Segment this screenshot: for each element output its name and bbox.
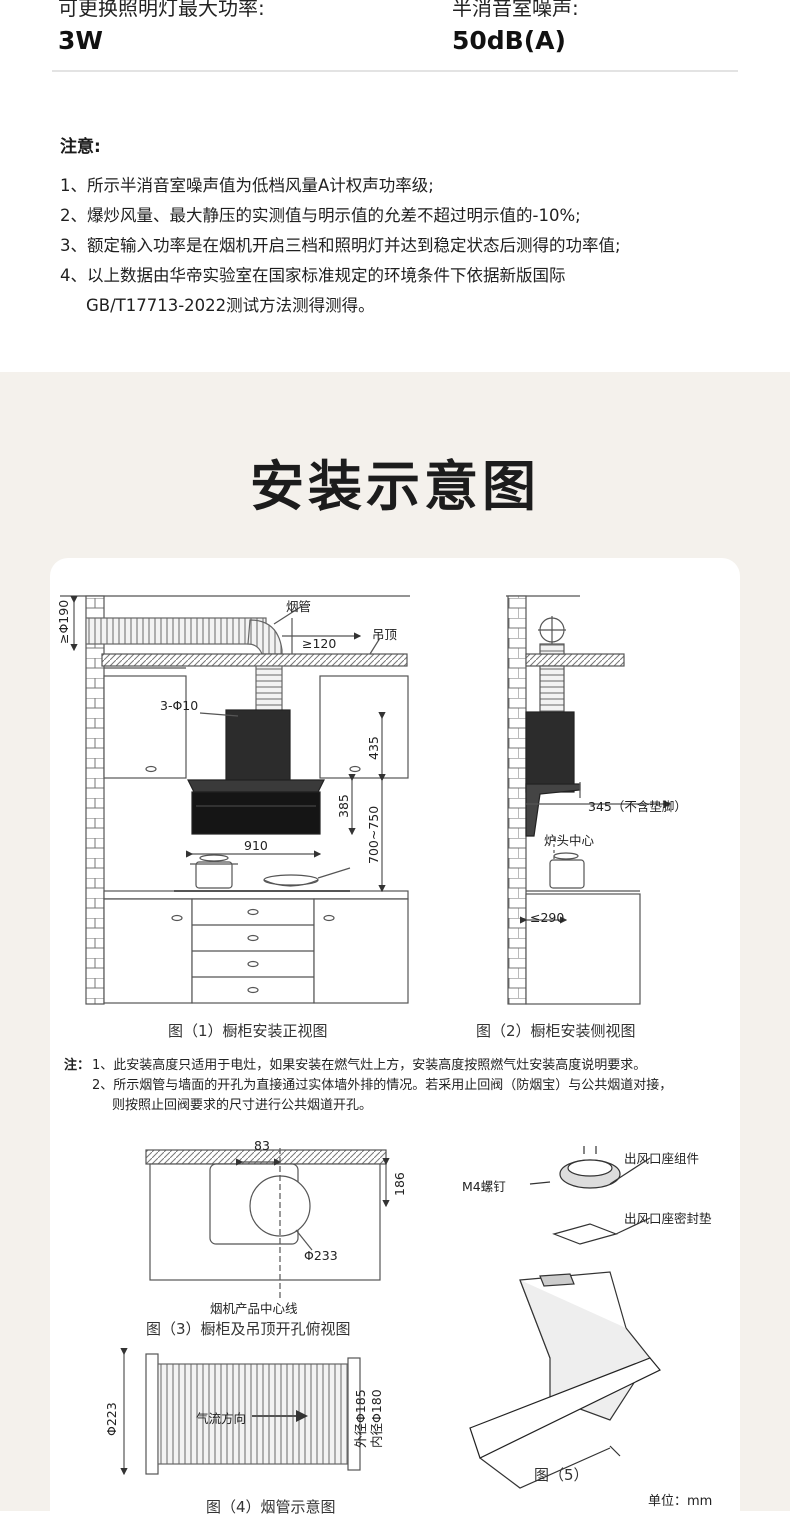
fig4-duct <box>120 1348 361 1476</box>
note-item-3: 3、额定输入功率是在烟机开启三档和照明灯并达到稳定状态后测得的功率值; <box>60 236 621 255</box>
spec-panel: 可更换照明灯最大功率: 3W 半消音室噪声: 50dB(A) 注意: 1、所示半… <box>0 0 790 372</box>
fig2-label-stove-center: 炉头中心 <box>544 833 595 848</box>
fig1-label-holes: 3-Φ10 <box>160 698 199 713</box>
fig2-side-view <box>506 595 672 1005</box>
fig5-label-gasket: 出风口座密封垫 <box>624 1211 712 1226</box>
fig5-hood-exploded <box>469 1146 661 1489</box>
fig1-label-385: 385 <box>336 794 351 818</box>
fig1-label-ge190: ≥Φ190 <box>56 599 71 644</box>
unit-label: 单位：mm <box>648 1494 713 1509</box>
fig1-label-ceiling: 吊顶 <box>372 627 398 642</box>
fig2-label-le290: ≤290 <box>530 910 565 925</box>
install-notes-lead: 注： <box>64 1058 91 1073</box>
fig4-label-inner: 内径Φ180 <box>369 1389 384 1448</box>
fig5-label-outlet: 出风口座组件 <box>624 1151 700 1166</box>
fig4-caption: 图（4）烟管示意图 <box>206 1498 336 1516</box>
notes-title: 注意: <box>60 137 101 157</box>
fig3-label-centerline: 烟机产品中心线 <box>210 1301 298 1316</box>
fig1-label-910: 910 <box>244 838 268 853</box>
fig3-label-186: 186 <box>392 1172 407 1196</box>
note-item-1: 1、所示半消音室噪声值为低档风量A计权声功率级; <box>60 176 434 195</box>
note-item-4: 4、以上数据由华帝实验室在国家标准规定的环境条件下依据新版国际 <box>60 266 566 285</box>
fig1-caption: 图（1）橱柜安装正视图 <box>168 1022 328 1040</box>
diagram-card: 烟管 吊顶 ≥120 ≥Φ190 3-Φ10 435 385 700~750 9… <box>50 558 740 1538</box>
fig4-label-flow: 气流方向 <box>196 1411 247 1426</box>
fig3-caption: 图（3）橱柜及吊顶开孔俯视图 <box>146 1320 351 1338</box>
install-section: 安装示意图 <box>0 372 790 1538</box>
spec-label-noise: 半消音室噪声: <box>452 0 579 20</box>
fig3-label-83: 83 <box>254 1138 270 1153</box>
fig2-caption: 图（2）橱柜安装侧视图 <box>476 1022 636 1040</box>
note-item-5: GB/T17713-2022测试方法测得测得。 <box>86 296 375 315</box>
fig3-top-view <box>145 1148 390 1298</box>
fig1-label-duct: 烟管 <box>286 599 312 614</box>
install-note-3: 则按照止回阀要求的尺寸进行公共烟道开孔。 <box>112 1098 373 1113</box>
fig1-front-view <box>60 595 410 1005</box>
spec-divider <box>52 70 738 72</box>
fig5-label-screw: M4螺钉 <box>462 1179 506 1194</box>
fig1-label-435: 435 <box>366 736 381 760</box>
spec-label-lamp-power: 可更换照明灯最大功率: <box>58 0 265 20</box>
fig2-label-345: 345（不含垫脚） <box>588 799 687 814</box>
fig1-label-700-750: 700~750 <box>366 805 381 864</box>
install-note-2: 2、所示烟管与墙面的开孔为直接通过实体墙外排的情况。若采用止回阀（防烟宝）与公共… <box>92 1078 673 1093</box>
fig4-label-223: Φ223 <box>104 1402 119 1436</box>
install-note-1: 1、此安装高度只适用于电灶，如果安装在燃气灶上方，安装高度按照燃气灶安装高度说明… <box>92 1058 647 1073</box>
fig1-label-ge120: ≥120 <box>302 636 337 651</box>
note-item-2: 2、爆炒风量、最大静压的实测值与明示值的允差不超过明示值的-10%; <box>60 206 581 225</box>
install-diagram-graphics <box>60 595 672 1489</box>
fig3-label-233: Φ233 <box>304 1248 338 1263</box>
section-title: 安装示意图 <box>250 455 540 518</box>
spec-value-noise: 50dB(A) <box>452 26 566 55</box>
spec-value-lamp-power: 3W <box>58 26 103 55</box>
fig5-caption: 图（5） <box>534 1466 589 1484</box>
